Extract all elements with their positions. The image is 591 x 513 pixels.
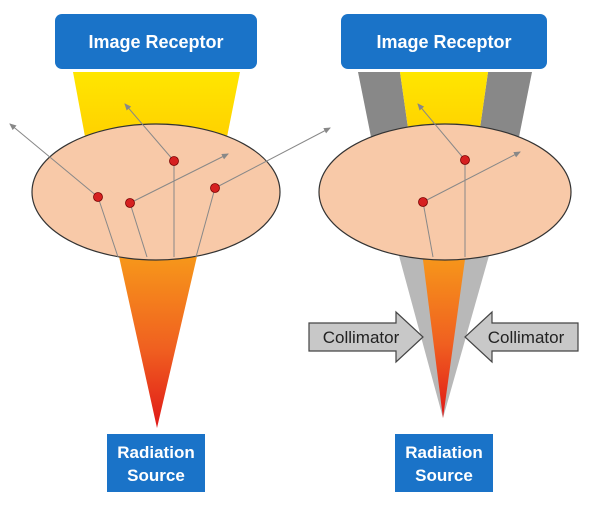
interaction-dot [418,197,428,207]
right-radiation-source-label-line2: Source [415,466,473,485]
right-image-receptor-box [341,14,547,69]
left-panel: Image Receptor Radiation Source [9,14,331,492]
interaction-dot [125,198,135,208]
collimator-right-label: Collimator [488,328,565,347]
left-image-receptor-label: Image Receptor [88,32,223,52]
collimator-right-arrow: Collimator [464,310,579,364]
interaction-dot [93,192,103,202]
left-body-ellipse [31,123,281,261]
right-receptor-gray-left [358,72,410,142]
left-receptor-beam [73,72,240,142]
right-panel: Collimator Collimator Image Receptor Rad… [308,14,579,492]
left-photon-paths [9,103,331,258]
interaction-dot [169,156,179,166]
left-beam-lower [118,252,198,428]
left-radiation-source-label-line1: Radiation [117,443,194,462]
left-radiation-source-label-line2: Source [127,466,185,485]
interaction-dot [460,155,470,165]
right-radiation-source-box [395,434,493,492]
collimator-left-arrow: Collimator [308,310,424,364]
right-interaction-points [418,155,470,207]
right-photon-paths [417,103,521,258]
left-radiation-source-box [107,434,205,492]
right-receptor-gray-right [478,72,532,142]
left-interaction-points [93,156,220,208]
right-image-receptor-label: Image Receptor [376,32,511,52]
collimator-left-label: Collimator [323,328,400,347]
left-image-receptor-box [55,14,257,69]
right-beam-collimated [422,252,466,418]
interaction-dot [210,183,220,193]
right-radiation-source-label-line1: Radiation [405,443,482,462]
right-body-ellipse [318,123,572,261]
